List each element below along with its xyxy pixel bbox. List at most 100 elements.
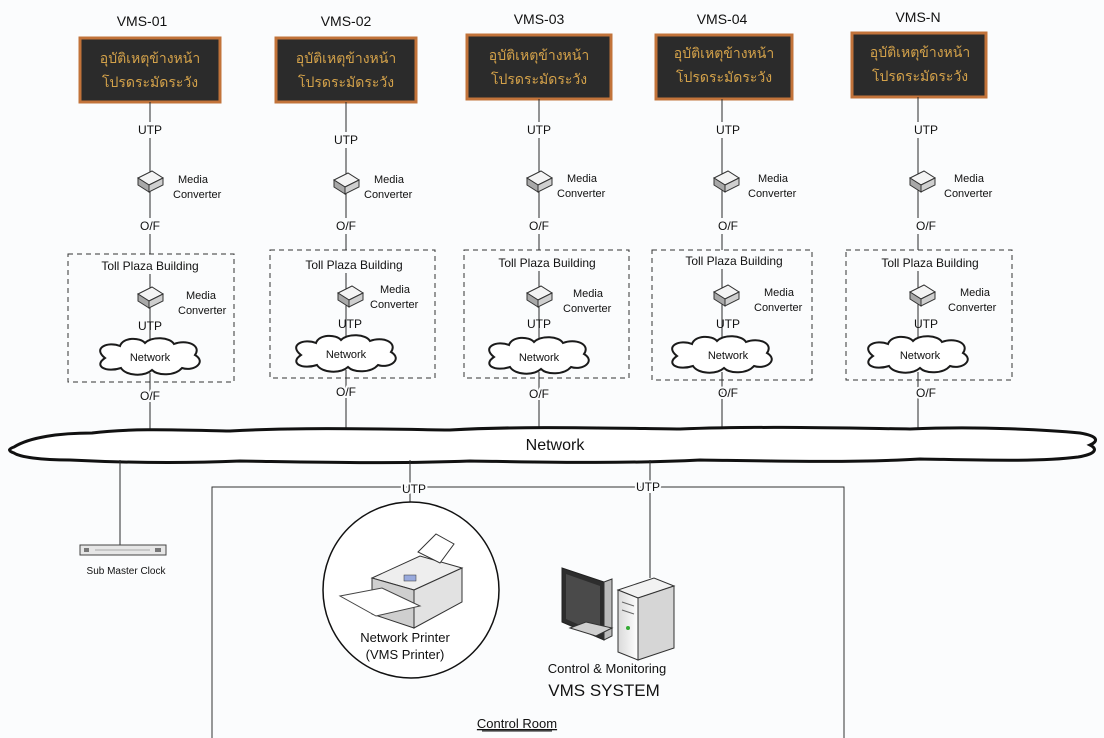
media-converter-icon (136, 286, 165, 309)
backbone-network: Network (8, 425, 1098, 465)
vms-column-3: VMS-03 อุบัติเหตุข้างหน้า โปรดระมัดระวัง… (463, 11, 630, 432)
converter-label-2: Converter (364, 189, 413, 201)
vms-id: VMS-03 (514, 11, 565, 27)
inner-converter-label-1: Media (380, 284, 411, 296)
network-cloud-icon (867, 335, 969, 374)
control-room-label: Control Room (477, 716, 557, 731)
converter-label-1: Media (374, 174, 405, 186)
control-room: UTP UTP Network Printer (VMS Printer) Co (211, 460, 845, 738)
system-label-2: VMS SYSTEM (548, 681, 659, 700)
downlink-label: O/F (718, 386, 738, 400)
fiber-label: O/F (140, 219, 160, 233)
vms-column-4: VMS-04 อุบัติเหตุข้างหน้า โปรดระมัดระวัง… (651, 11, 813, 432)
sub-master-clock: Sub Master Clock (79, 460, 167, 577)
media-converter-icon (336, 285, 365, 308)
vms-sign-line-1: อุบัติเหตุข้างหน้า (296, 51, 396, 67)
vms-sign-board (465, 33, 613, 101)
building-label: Toll Plaza Building (881, 256, 978, 270)
network-label: Network (130, 352, 171, 364)
fiber-label: O/F (718, 219, 738, 233)
toll-plaza-building (67, 253, 235, 383)
media-converter-icon (136, 170, 165, 193)
vms-sign-board (274, 36, 418, 104)
downlink-label: O/F (140, 389, 160, 403)
building-label: Toll Plaza Building (498, 256, 595, 270)
building-label: Toll Plaza Building (685, 254, 782, 268)
toll-plaza-building (269, 249, 436, 379)
converter-label-2: Converter (173, 189, 222, 201)
media-converter-icon (525, 285, 554, 308)
vms-sign-line-2: โปรดระมัดระวัง (872, 68, 968, 85)
backbone-label: Network (526, 437, 586, 454)
vms-id: VMS-N (895, 9, 940, 25)
network-cloud-icon (99, 337, 201, 376)
vms-id: VMS-02 (321, 13, 372, 29)
vms-sign-line-2: โปรดระมัดระวัง (102, 74, 198, 91)
inner-converter-label-2: Converter (948, 302, 997, 314)
vms-column-1: VMS-01 อุบัติเหตุข้างหน้า โปรดระมัดระวัง… (67, 13, 235, 432)
inner-link-label: UTP (527, 317, 551, 331)
media-converter-icon (712, 284, 741, 307)
toll-plaza-building (463, 249, 630, 379)
vms-sign-line-2: โปรดระมัดระวัง (298, 74, 394, 91)
vms-id: VMS-01 (117, 13, 168, 29)
building-label: Toll Plaza Building (101, 259, 198, 273)
inner-converter-label-1: Media (186, 290, 217, 302)
vms-sign-line-1: อุบัติเหตุข้างหน้า (674, 46, 774, 62)
converter-label-2: Converter (557, 188, 606, 200)
toll-plaza-building (651, 249, 813, 381)
uplink-label: UTP (527, 123, 551, 137)
network-label: Network (900, 350, 941, 362)
fiber-label: O/F (336, 219, 356, 233)
vms-column-5: VMS-N อุบัติเหตุข้างหน้า โปรดระมัดระวัง … (845, 9, 1013, 432)
backbone-cloud-icon (8, 425, 1098, 465)
media-converter-icon (908, 284, 937, 307)
control-room-boundary (211, 486, 845, 738)
printer-link-label: UTP (402, 482, 426, 496)
vms-sign-line-1: อุบัติเหตุข้างหน้า (870, 45, 970, 61)
converter-label-2: Converter (748, 188, 797, 200)
converter-label-2: Converter (944, 188, 993, 200)
converter-label-1: Media (178, 174, 209, 186)
vms-sign-board (78, 36, 222, 104)
vms-sign-line-1: อุบัติเหตุข้างหน้า (100, 51, 200, 67)
printer-label-2: (VMS Printer) (366, 647, 445, 662)
inner-converter-label-2: Converter (563, 303, 612, 315)
uplink-label: UTP (914, 123, 938, 137)
vms-column-2: VMS-02 อุบัติเหตุข้างหน้า โปรดระมัดระวัง… (269, 13, 436, 432)
network-label: Network (326, 349, 367, 361)
inner-converter-label-2: Converter (370, 299, 419, 311)
vms-sign-line-2: โปรดระมัดระวัง (491, 71, 587, 88)
toll-plaza-building (845, 249, 1013, 381)
building-label: Toll Plaza Building (305, 258, 402, 272)
inner-link-label: UTP (716, 317, 740, 331)
uplink-label: UTP (138, 123, 162, 137)
converter-label-1: Media (758, 173, 789, 185)
uplink-label: UTP (716, 123, 740, 137)
converter-label-1: Media (954, 173, 985, 185)
vms-sign-line-2: โปรดระมัดระวัง (676, 69, 772, 86)
inner-link-label: UTP (338, 317, 362, 331)
downlink-label: O/F (529, 387, 549, 401)
inner-link-label: UTP (914, 317, 938, 331)
printer-label-1: Network Printer (360, 630, 450, 645)
computer-icon (561, 567, 676, 661)
fiber-label: O/F (916, 219, 936, 233)
system-label-1: Control & Monitoring (548, 661, 667, 676)
inner-link-label: UTP (138, 319, 162, 333)
media-converter-icon (525, 170, 554, 193)
network-cloud-icon (295, 334, 397, 373)
inner-converter-label-1: Media (764, 287, 795, 299)
downlink-label: O/F (336, 385, 356, 399)
vms-id: VMS-04 (697, 11, 748, 27)
network-label: Network (519, 352, 560, 364)
network-cloud-icon (488, 336, 590, 375)
vms-sign-board (850, 31, 988, 99)
inner-converter-label-1: Media (573, 288, 604, 300)
network-cloud-icon (671, 335, 773, 374)
vms-sign-line-1: อุบัติเหตุข้างหน้า (489, 48, 589, 64)
downlink-label: O/F (916, 386, 936, 400)
inner-converter-label-1: Media (960, 287, 991, 299)
inner-converter-label-2: Converter (178, 305, 227, 317)
